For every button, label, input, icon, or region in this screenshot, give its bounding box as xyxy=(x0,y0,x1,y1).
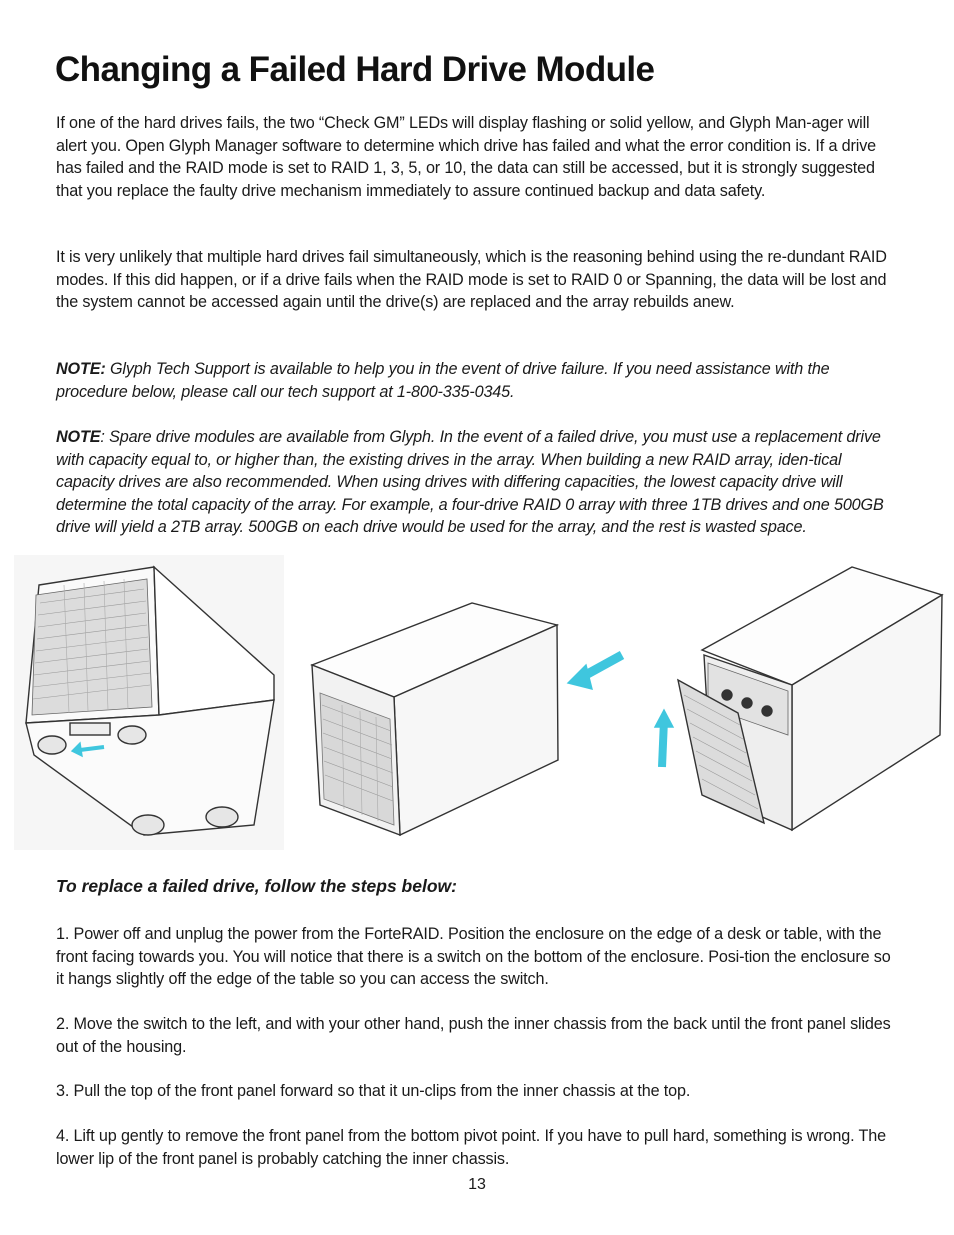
figure-strip xyxy=(14,555,950,855)
page-number: 13 xyxy=(468,1176,486,1193)
page-title: Changing a Failed Hard Drive Module xyxy=(55,50,655,89)
step-1: 1. Power off and unplug the power from t… xyxy=(56,925,891,988)
step-4: 4. Lift up gently to remove the front pa… xyxy=(56,1127,886,1168)
note-label: NOTE xyxy=(56,428,101,446)
step-3: 3. Pull the top of the front panel forwa… xyxy=(56,1082,691,1100)
tech-support-note: NOTE: Glyph Tech Support is available to… xyxy=(56,358,901,403)
step-2: 2. Move the switch to the left, and with… xyxy=(56,1015,891,1056)
steps-heading: To replace a failed drive, follow the st… xyxy=(56,876,457,896)
enclosure-bottom-switch-illustration xyxy=(14,555,284,850)
raid-paragraph: It is very unlikely that multiple hard d… xyxy=(56,248,887,311)
front-panel-removal-illustration xyxy=(642,555,950,850)
note-text: : Spare drive modules are available from… xyxy=(56,428,884,536)
spare-drive-note: NOTE: Spare drive modules are available … xyxy=(56,426,901,539)
note-label: NOTE: xyxy=(56,360,106,378)
intro-paragraph: If one of the hard drives fails, the two… xyxy=(56,114,876,200)
note-text: Glyph Tech Support is available to help … xyxy=(56,360,830,401)
enclosure-slide-out-illustration xyxy=(302,555,632,850)
